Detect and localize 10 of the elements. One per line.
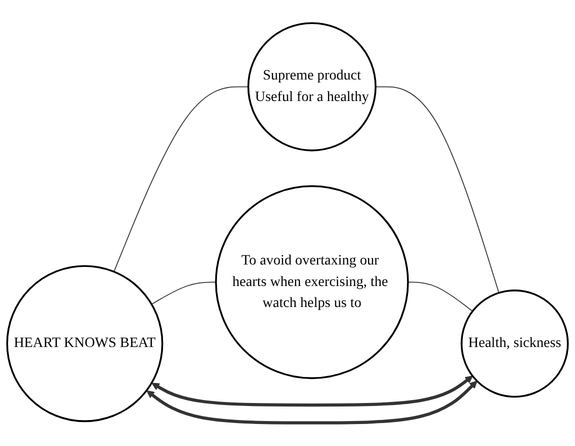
connector: [375, 86, 500, 294]
connector: [151, 282, 216, 305]
connector: [408, 282, 474, 312]
node-circle: HEART KNOWS BEAT: [6, 265, 164, 422]
arrow: [152, 376, 473, 407]
node-circle: Supreme product Useful for a healthy: [247, 22, 376, 152]
arrow: [146, 380, 478, 424]
connector: [114, 86, 249, 272]
node-circle: To avoid overtaxing our hearts when exercising, the watch helps us to: [215, 185, 409, 380]
node-circle: Health, sickness: [460, 290, 569, 398]
